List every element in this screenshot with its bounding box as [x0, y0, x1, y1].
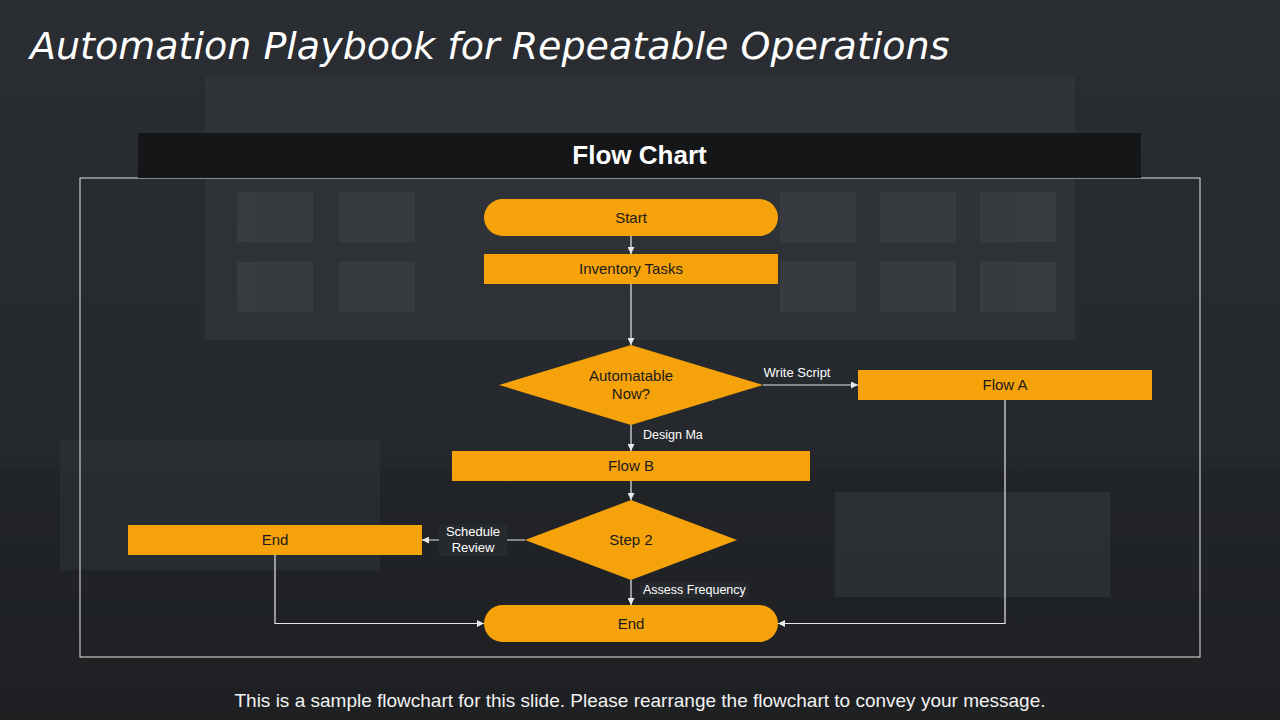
process-box: Flow A [858, 370, 1152, 400]
node-label: Flow B [608, 457, 654, 475]
connector-arrow [275, 555, 484, 624]
process-box: End [128, 525, 422, 555]
edge-label: Design Ma [640, 428, 706, 443]
node-label: End [618, 615, 645, 633]
connector-arrow [630, 236, 631, 254]
connector-arrow [630, 580, 631, 605]
process-box: Flow B [452, 451, 810, 481]
header-band: Flow Chart [138, 133, 1141, 178]
terminal-pill: End [484, 605, 778, 642]
node-label: Step 2 [609, 531, 652, 549]
pegboard [205, 75, 1075, 340]
connector-arrow [630, 284, 631, 345]
diamond-fill [499, 345, 763, 425]
decision-diamond: Step 2 [525, 500, 737, 580]
node-label: Start [615, 209, 647, 227]
diamond-fill [525, 500, 737, 580]
connector-arrow [630, 481, 631, 500]
connector-arrow [630, 425, 631, 451]
decision-diamond: Automatable Now? [499, 345, 763, 425]
notebook [835, 492, 1110, 597]
slide-title: Automation Playbook for Repeatable Opera… [30, 24, 949, 68]
node-label: Flow A [982, 376, 1027, 394]
process-box: Inventory Tasks [484, 254, 778, 284]
edge-label: Assess Frequency [640, 583, 749, 598]
terminal-pill: Start [484, 199, 778, 236]
edge-label: Write Script [761, 365, 834, 381]
chart-frame [80, 178, 1200, 657]
node-label: Inventory Tasks [579, 260, 683, 278]
pegboard-tiles [237, 192, 1056, 312]
slide-caption: This is a sample flowchart for this slid… [0, 690, 1280, 712]
band-heading: Flow Chart [572, 140, 706, 171]
connector-arrow [778, 400, 1005, 624]
node-label: Automatable Now? [571, 367, 691, 403]
node-label: End [262, 531, 289, 549]
edge-label: Schedule Review [439, 524, 507, 555]
connector-arrow [763, 384, 858, 385]
